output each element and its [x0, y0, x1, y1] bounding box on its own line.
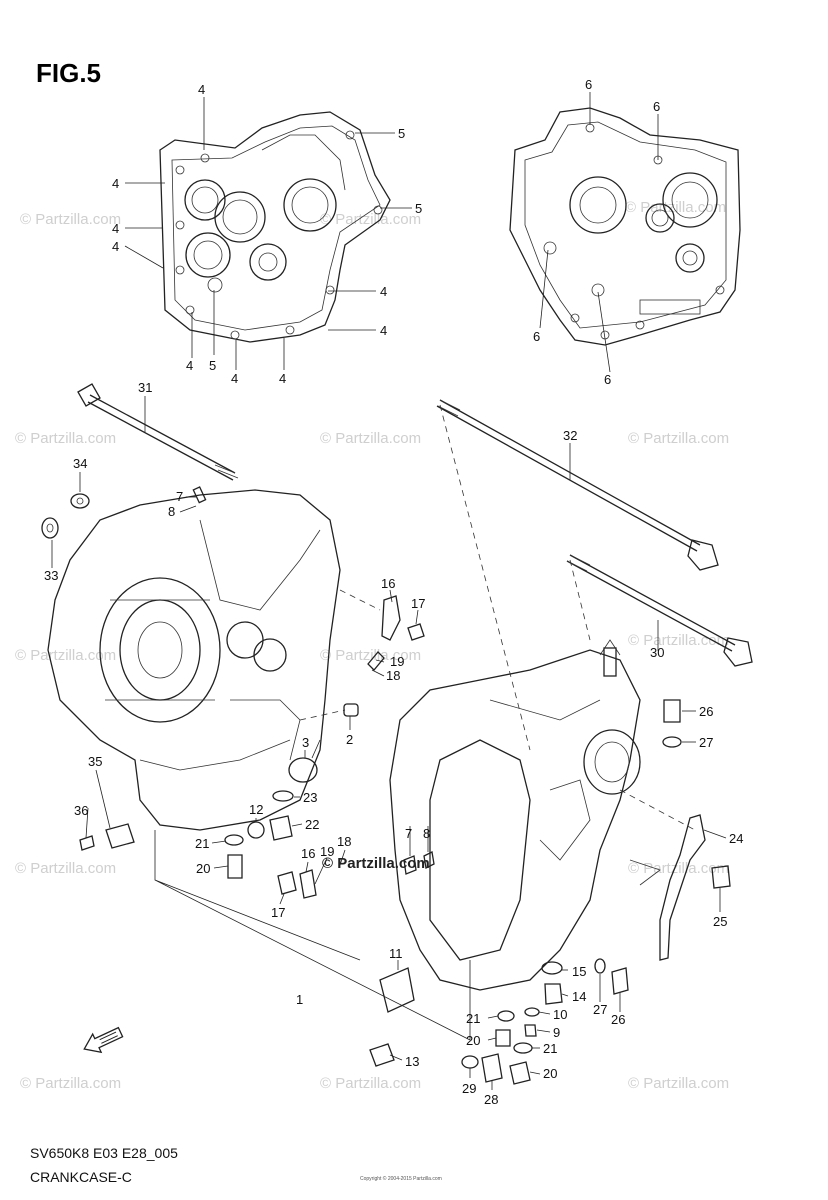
callout-label: 8	[423, 826, 430, 841]
callout-label: 31	[138, 380, 152, 395]
callout-label: 18	[386, 668, 400, 683]
case-bolt-32	[436, 399, 719, 571]
dash-leaders	[299, 404, 696, 831]
callout-label: 21	[466, 1011, 480, 1026]
callout-label: 21	[543, 1041, 557, 1056]
callout-label: 18	[337, 834, 351, 849]
callout-label: 13	[405, 1054, 419, 1069]
model-code: SV650K8 E03 E28_005	[30, 1145, 178, 1161]
cover-plate-24	[659, 814, 706, 961]
callout-label: 7	[176, 489, 183, 504]
callout-label: 4	[198, 82, 205, 97]
callout-label: 4	[112, 221, 119, 236]
callout-label: 24	[729, 831, 743, 846]
callout-label: 8	[168, 504, 175, 519]
callout-label: 3	[302, 735, 309, 750]
callout-label: 16	[301, 846, 315, 861]
upper-crankcase-left-view	[159, 111, 391, 343]
callout-label: 5	[209, 358, 216, 373]
case-bolt-31	[77, 383, 239, 481]
callout-label: 15	[572, 964, 586, 979]
callout-label: 23	[303, 790, 317, 805]
callout-label: 36	[74, 803, 88, 818]
watermark: © Partzilla.com	[15, 647, 116, 664]
small-parts	[41, 486, 731, 1085]
callout-label: 4	[231, 371, 238, 386]
case-bolt-30	[566, 554, 753, 667]
callout-label: 5	[415, 201, 422, 216]
crankcase-left-half	[47, 489, 341, 831]
watermark: © Partzilla.com	[628, 860, 729, 877]
section-name: CRANKCASE-C	[30, 1169, 132, 1185]
callout-label: 19	[390, 654, 404, 669]
watermark: © Partzilla.com	[320, 647, 421, 664]
lower-crankcase-right-view	[509, 107, 741, 346]
callout-label: 22	[305, 817, 319, 832]
callout-label: 4	[112, 239, 119, 254]
callout-label: 26	[611, 1012, 625, 1027]
watermark-layer: © Partzilla.com © Partzilla.com © Partzi…	[15, 199, 729, 1092]
callout-label: 4	[380, 323, 387, 338]
callout-label: 12	[249, 802, 263, 817]
callout-label: 17	[271, 905, 285, 920]
callout-label: 14	[572, 989, 586, 1004]
callout-label: 4	[186, 358, 193, 373]
watermark-center: © Partzilla.com	[322, 855, 430, 872]
watermark: © Partzilla.com	[628, 430, 729, 447]
callout-label: 20	[466, 1033, 480, 1048]
callout-numbers: 4 4 4 4 4 5 4 4 4 4 5 5 6 6 6 6 31 32 30…	[44, 77, 743, 1107]
callout-label: 9	[553, 1025, 560, 1040]
watermark: © Partzilla.com	[15, 860, 116, 877]
watermark: © Partzilla.com	[628, 1075, 729, 1092]
watermark: © Partzilla.com	[15, 430, 116, 447]
callout-label: 30	[650, 645, 664, 660]
callout-label: 35	[88, 754, 102, 769]
callout-label: 20	[196, 861, 210, 876]
callout-label: 6	[653, 99, 660, 114]
callout-label: 6	[604, 372, 611, 387]
callout-label: 34	[73, 456, 87, 471]
callout-label: 21	[195, 836, 209, 851]
callout-leaders	[51, 92, 727, 1090]
watermark: © Partzilla.com	[20, 211, 121, 228]
copyright-note: Copyright © 2004-2015 Partzilla.com	[360, 1175, 442, 1182]
callout-label: 27	[593, 1002, 607, 1017]
callout-label: 6	[533, 329, 540, 344]
figure-title: FIG.5	[36, 58, 101, 88]
assembly-leader-1	[154, 830, 471, 1041]
callout-label: 33	[44, 568, 58, 583]
callout-label: 28	[484, 1092, 498, 1107]
callout-label: 11	[389, 946, 403, 961]
callout-label: 1	[296, 992, 303, 1007]
watermark: © Partzilla.com	[320, 430, 421, 447]
callout-label: 27	[699, 735, 713, 750]
callout-label: 6	[585, 77, 592, 92]
callout-label: 19	[320, 844, 334, 859]
callout-label: 7	[405, 826, 412, 841]
watermark: © Partzilla.com	[625, 199, 726, 216]
watermark: © Partzilla.com	[20, 1075, 121, 1092]
fwd-arrow-icon	[83, 1026, 124, 1054]
callout-label: 25	[713, 914, 727, 929]
callout-label: 4	[112, 176, 119, 191]
callout-label: 5	[398, 126, 405, 141]
callout-label: 10	[553, 1007, 567, 1022]
callout-label: 4	[380, 284, 387, 299]
callout-label: 26	[699, 704, 713, 719]
callout-label: 16	[381, 576, 395, 591]
crankcase-right-half	[389, 639, 661, 991]
callout-label: 29	[462, 1081, 476, 1096]
callout-label: 32	[563, 428, 577, 443]
callout-label: 17	[411, 596, 425, 611]
watermark: © Partzilla.com	[320, 211, 421, 228]
callout-label: 20	[543, 1066, 557, 1081]
callout-label: 2	[346, 732, 353, 747]
callout-label: 4	[279, 371, 286, 386]
watermark: © Partzilla.com	[320, 1075, 421, 1092]
